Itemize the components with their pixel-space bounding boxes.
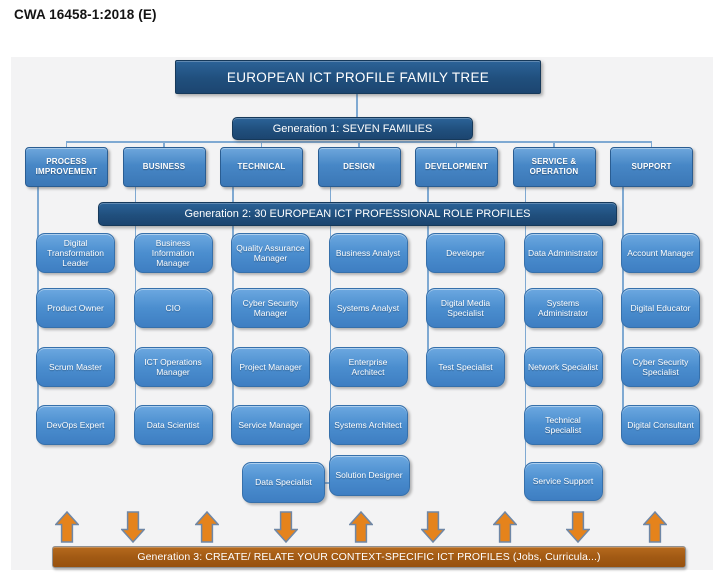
role-box-data-specialist: Data Specialist <box>242 462 325 503</box>
role-box-developer: Developer <box>426 233 505 273</box>
role-box-business-information-manager: Business Information Manager <box>133 233 213 273</box>
role-box-scrum-master: Scrum Master <box>36 347 115 387</box>
document-code: CWA 16458-1:2018 (E) <box>14 7 157 22</box>
generation3-banner: Generation 3: CREATE/ RELATE YOUR CONTEX… <box>52 546 686 568</box>
role-box-digital-consultant: Digital Consultant <box>621 405 700 445</box>
role-box-technical-specialist: Technical Specialist <box>523 405 603 445</box>
role-box-ict-operations-manager: ICT Operations Manager <box>133 347 213 387</box>
up-arrow-icon <box>54 510 80 543</box>
family-box-service-operation: SERVICE & OPERATION <box>512 147 596 187</box>
down-arrow-icon <box>420 511 446 544</box>
role-box-solution-designer: Solution Designer <box>328 455 410 496</box>
role-box-cyber-security-specialist: Cyber Security Specialist <box>621 347 700 387</box>
role-box-network-specialist: Network Specialist <box>523 347 603 387</box>
connector-family-drop <box>553 141 555 148</box>
generation2-banner: Generation 2: 30 EUROPEAN ICT PROFESSION… <box>98 202 617 226</box>
down-arrow-icon <box>120 511 146 544</box>
connector-column-spine <box>524 185 526 472</box>
role-box-service-manager: Service Manager <box>231 405 310 445</box>
connector-data-specialist <box>320 482 332 484</box>
role-box-business-analyst: Business Analyst <box>328 233 408 273</box>
role-box-project-manager: Project Manager <box>231 347 310 387</box>
generation1-banner: Generation 1: SEVEN FAMILIES <box>232 117 473 140</box>
down-arrow-icon <box>565 511 591 544</box>
role-box-cio: CIO <box>133 288 213 328</box>
connector-root-gen1 <box>356 94 358 117</box>
family-box-process-improvement: PROCESS IMPROVEMENT <box>25 147 108 187</box>
connector-column-spine <box>427 185 429 357</box>
role-box-service-support: Service Support <box>523 462 603 501</box>
family-box-technical: TECHNICAL <box>220 147 303 187</box>
connector-family-drop <box>163 141 165 148</box>
role-box-quality-assurance-manager: Quality Assurance Manager <box>231 233 310 273</box>
connector-column-spine <box>329 185 331 465</box>
role-box-systems-analyst: Systems Analyst <box>328 288 408 328</box>
role-box-systems-architect: Systems Architect <box>328 405 408 445</box>
role-box-digital-educator: Digital Educator <box>621 288 700 328</box>
family-box-development: DEVELOPMENT <box>415 147 498 187</box>
connector-family-drop <box>358 141 360 148</box>
role-box-account-manager: Account Manager <box>621 233 700 273</box>
family-box-business: BUSINESS <box>122 147 206 187</box>
up-arrow-icon <box>492 510 518 543</box>
family-box-design: DESIGN <box>317 147 401 187</box>
role-box-digital-media-specialist: Digital Media Specialist <box>426 288 505 328</box>
role-box-systems-administrator: Systems Administrator <box>523 288 603 328</box>
role-box-product-owner: Product Owner <box>36 288 115 328</box>
role-box-enterprise-architect: Enterprise Architect <box>328 347 408 387</box>
connector-family-drop <box>260 141 263 148</box>
role-box-data-scientist: Data Scientist <box>133 405 213 445</box>
up-arrow-icon <box>348 510 374 543</box>
family-box-support: SUPPORT <box>610 147 693 187</box>
up-arrow-icon <box>194 510 220 543</box>
down-arrow-icon <box>273 511 299 544</box>
role-box-digital-transformation-leader: Digital Transformation Leader <box>36 233 115 273</box>
role-box-devops-expert: DevOps Expert <box>36 405 115 445</box>
role-box-data-administrator: Data Administrator <box>523 233 603 273</box>
connector-family-drop <box>650 141 653 148</box>
up-arrow-icon <box>642 510 668 543</box>
role-box-cyber-security-manager: Cyber Security Manager <box>231 288 310 328</box>
root-title-box: EUROPEAN ICT PROFILE FAMILY TREE <box>175 60 541 94</box>
role-box-test-specialist: Test Specialist <box>426 347 505 387</box>
connector-family-drop <box>65 141 68 148</box>
connector-family-drop <box>455 141 458 148</box>
